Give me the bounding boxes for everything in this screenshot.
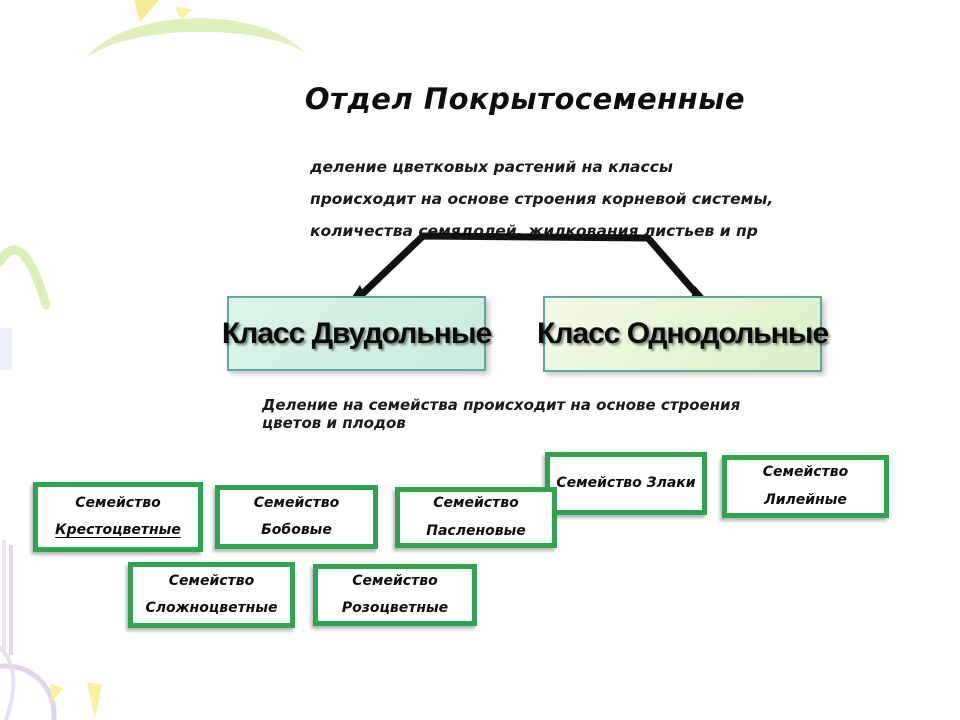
family-box-bobovye[interactable]: Семейство Бобовые [215,485,378,549]
family-box-slozhnocvetnye-line2: Сложноцветные [145,600,278,616]
family-box-rozocvetnye[interactable]: Семейство Розоцветные [313,564,477,626]
family-box-slozhnocvetnye[interactable]: Семейство Сложноцветные [128,562,295,628]
yellow-triangle-top-2 [175,7,193,20]
page-title: Отдел Покрытосеменные [304,82,746,116]
family-box-krestocvetnye[interactable]: Семейство Крестоцветные [33,482,203,552]
family-box-krestocvetnye-line1: Семейство [75,494,161,511]
family-box-paslenovye-line1: Семейство [433,495,519,512]
family-box-lilejnye[interactable]: Семейство Лилейные [722,455,889,518]
purple-arc-2 [0,645,16,720]
green-crescent-shape [86,18,304,58]
family-box-paslenovye[interactable]: Семейство Пасленовые [395,487,557,548]
yellow-triangle-bottom-1 [50,684,64,701]
green-arc-shape [0,245,51,310]
purple-circle-arc [0,663,57,720]
yellow-triangle-bottom-2 [87,682,102,720]
family-box-bobovye-label: Семейство Бобовые [253,494,340,538]
intro-text: деление цветковых растений на классы про… [310,158,774,241]
family-box-zlaki-label: Семейство Злаки [556,474,696,491]
family-box-rozocvetnye-line1: Семейство [352,572,438,589]
blue-wisp-shape [0,328,12,370]
family-box-slozhnocvetnye-line1: Семейство [168,572,255,589]
class-box-monocots[interactable]: Класс Однодольные [537,296,829,372]
families-note: Деление на семейства происходит на основ… [262,396,741,432]
family-box-krestocvetnye-line2: Крестоцветные [55,522,181,538]
family-box-zlaki[interactable]: Семейство Злаки [545,452,707,515]
class-box-dicots-label: Класс Двудольные [221,316,492,350]
family-box-paslenovye-line2: Пасленовые [426,522,526,539]
yellow-triangle-top-1 [134,0,159,22]
class-box-dicots[interactable]: Класс Двудольные [222,296,492,371]
family-box-lilejnye-label: Семейство Лилейные [762,464,849,508]
family-box-rozocvetnye-line2: Розоцветные [341,600,449,616]
class-box-monocots-label: Класс Однодольные [537,317,829,350]
